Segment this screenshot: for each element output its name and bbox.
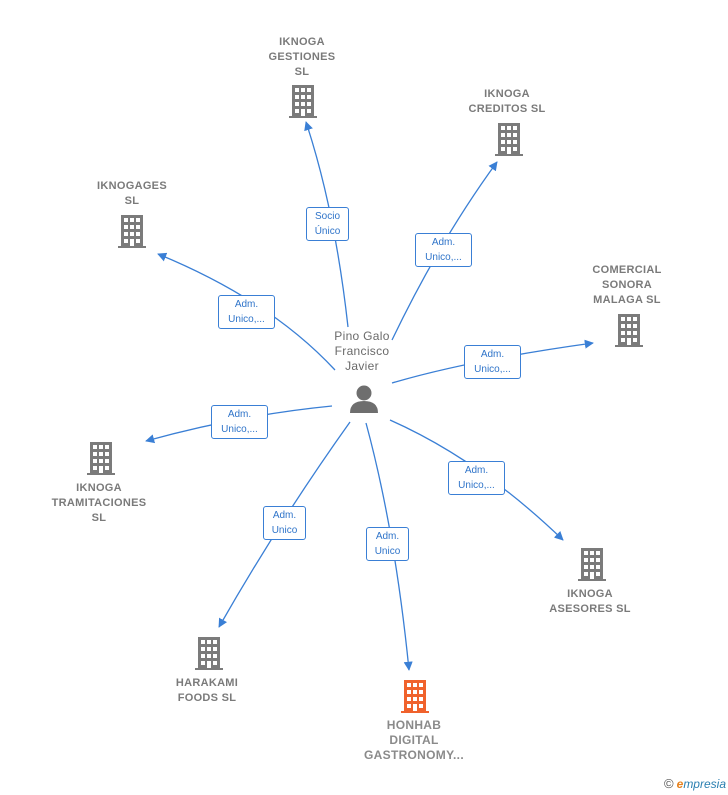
copyright-footer: ©empresia bbox=[664, 776, 726, 791]
relation-label-iknoga-creditos: Adm. Unico,... bbox=[415, 233, 472, 267]
building-icon-iknogages[interactable] bbox=[118, 215, 146, 248]
relation-label-iknoga-asesores: Adm. Unico,... bbox=[448, 461, 505, 495]
company-label-honhab-digital[interactable]: HONHAB DIGITAL GASTRONOMY... bbox=[364, 718, 464, 762]
building-icon-iknoga-gestiones[interactable] bbox=[289, 85, 317, 118]
company-label-iknoga-creditos[interactable]: IKNOGA CREDITOS SL bbox=[468, 88, 546, 115]
building-icon-honhab-digital[interactable] bbox=[401, 680, 429, 713]
building-icon-harakami-foods[interactable] bbox=[195, 637, 223, 670]
company-label-iknogages[interactable]: IKNOGAGES SL bbox=[97, 180, 167, 207]
company-label-comercial-sonora[interactable]: COMERCIAL SONORA MALAGA SL bbox=[592, 264, 662, 306]
company-label-iknoga-asesores[interactable]: IKNOGA ASESORES SL bbox=[549, 588, 631, 615]
relation-label-comercial-sonora: Adm. Unico,... bbox=[464, 345, 521, 379]
relation-label-iknoga-gestiones: Socio Único bbox=[306, 207, 349, 241]
person-icon[interactable] bbox=[350, 385, 378, 414]
relation-label-honhab-digital: Adm. Unico bbox=[366, 527, 409, 561]
relation-label-harakami-foods: Adm. Unico bbox=[263, 506, 306, 540]
brand-logo-initial: e bbox=[676, 777, 684, 791]
relation-label-iknogages: Adm. Unico,... bbox=[218, 295, 275, 329]
company-label-harakami-foods[interactable]: HARAKAMI FOODS SL bbox=[175, 677, 239, 704]
brand-logo-text: mpresia bbox=[683, 777, 726, 791]
building-icon-iknoga-tramitaciones[interactable] bbox=[87, 442, 115, 475]
company-label-iknoga-gestiones[interactable]: IKNOGA GESTIONES SL bbox=[268, 36, 336, 78]
copyright-symbol: © bbox=[664, 776, 674, 791]
building-icon-iknoga-asesores[interactable] bbox=[578, 548, 606, 581]
relation-label-iknoga-tramitaciones: Adm. Unico,... bbox=[211, 405, 268, 439]
company-label-iknoga-tramitaciones[interactable]: IKNOGA TRAMITACIONES SL bbox=[51, 482, 147, 524]
building-icon-comercial-sonora[interactable] bbox=[615, 314, 643, 347]
person-name-label[interactable]: Pino Galo Francisco Javier bbox=[334, 329, 390, 373]
building-icon-iknoga-creditos[interactable] bbox=[495, 123, 523, 156]
